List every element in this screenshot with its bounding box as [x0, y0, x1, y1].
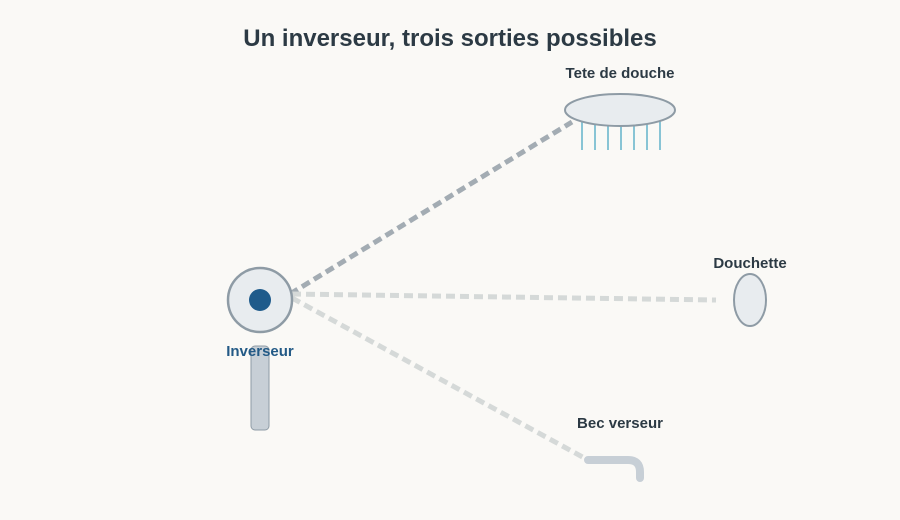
spout-icon [584, 456, 644, 482]
diagram-title: Un inverseur, trois sorties possibles [243, 25, 656, 52]
path-to-shower-head [288, 119, 574, 297]
diverter-label: Inverseur [226, 343, 294, 360]
spout-label: Bec verseur [577, 415, 663, 432]
diverter-knob-icon[interactable] [226, 266, 294, 334]
hand-shower-label: Douchette [713, 255, 786, 272]
connection-paths [288, 119, 717, 463]
shower-head-label: Tete de douche [566, 65, 675, 82]
path-to-hand-shower [291, 291, 717, 303]
hand-shower-icon [733, 273, 767, 327]
path-to-spout [290, 295, 590, 463]
shower-head-icon [564, 93, 676, 150]
diverter-pipe [250, 345, 270, 431]
